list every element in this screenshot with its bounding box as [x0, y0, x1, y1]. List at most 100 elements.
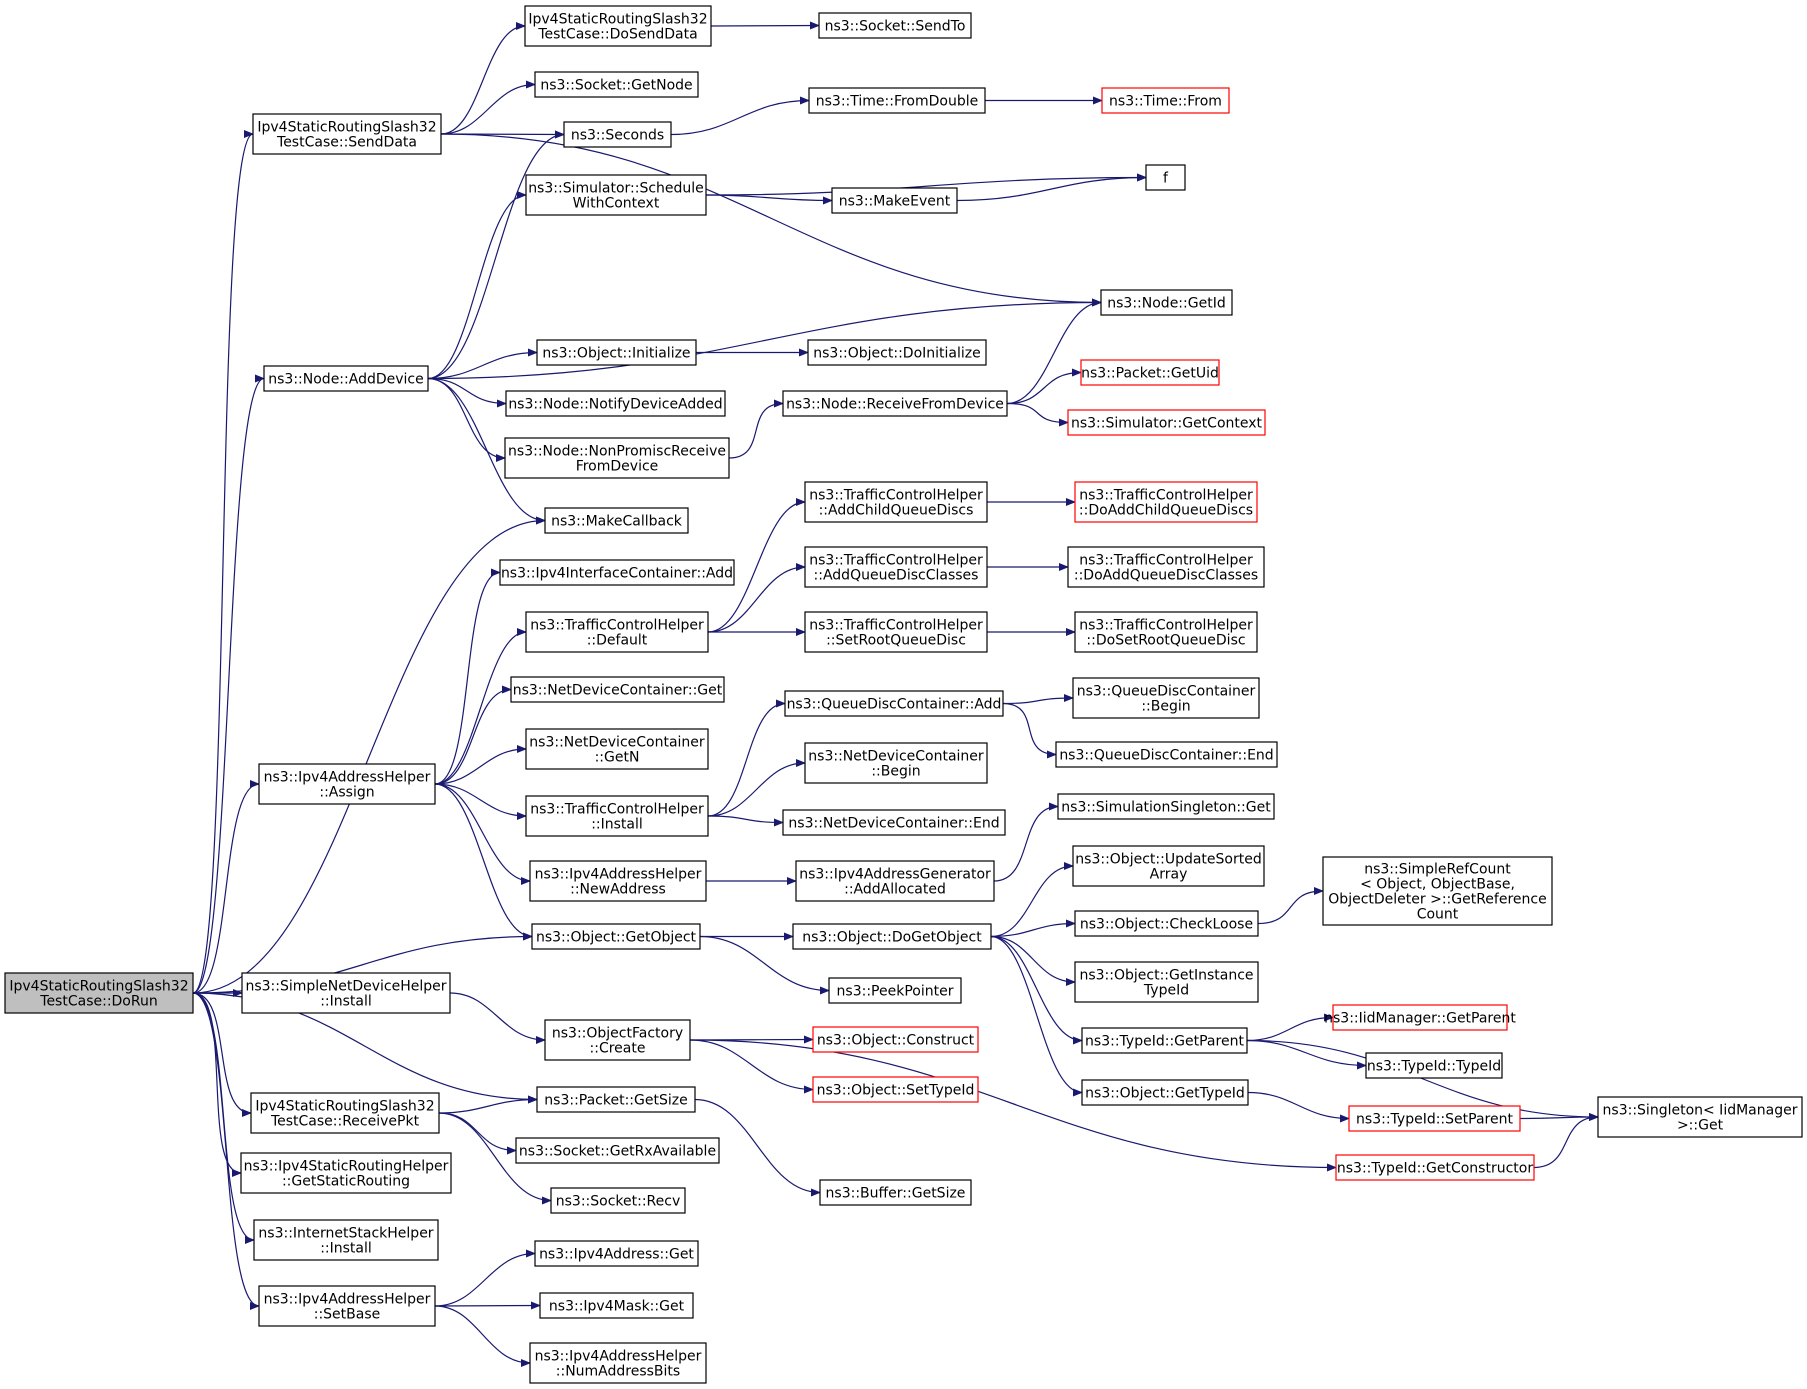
node-box: [782, 809, 1006, 836]
node-nodegetid[interactable]: ns3::Node::GetId: [1100, 289, 1233, 316]
node-ndcbegin[interactable]: ns3::NetDeviceContainer::Begin: [804, 742, 988, 784]
node-objgettypeid[interactable]: ns3::Object::GetTypeId: [1081, 1079, 1249, 1106]
node-label: ns3::Object::Construct: [817, 1033, 975, 1049]
node-ipv4icadd[interactable]: ns3::Ipv4InterfaceContainer::Add: [499, 559, 735, 586]
node-peekpointer[interactable]: ns3::PeekPointer: [828, 977, 962, 1004]
node-ofcreate[interactable]: ns3::ObjectFactory::Create: [544, 1019, 691, 1061]
node-objconstruct[interactable]: ns3::Object::Construct: [812, 1026, 979, 1053]
node-notifydev[interactable]: ns3::Node::NotifyDeviceAdded: [505, 390, 726, 417]
edge-ofcreate-to-objsettypeid: [689, 1039, 814, 1094]
node-pktgetsize[interactable]: ns3::Packet::GetSize: [536, 1086, 696, 1113]
node-label: ns3::TrafficControlHelper: [1079, 488, 1253, 504]
node-label: ns3::Ipv4InterfaceContainer::Add: [501, 566, 733, 582]
node-getrxavail[interactable]: ns3::Socket::GetRxAvailable: [515, 1137, 720, 1164]
node-getnode[interactable]: ns3::Socket::GetNode: [534, 71, 699, 98]
node-ndcgetn[interactable]: ns3::NetDeviceContainer::GetN: [525, 728, 709, 770]
node-iidgetparent[interactable]: ns3::IidManager::GetParent: [1324, 1004, 1516, 1031]
node-objinit[interactable]: ns3::Object::Initialize: [536, 339, 697, 366]
node-buffergetsize[interactable]: ns3::Buffer::GetSize: [819, 1179, 972, 1206]
node-newaddress[interactable]: ns3::Ipv4AddressHelper::NewAddress: [529, 860, 707, 902]
node-label: ns3::ObjectFactory: [552, 1026, 683, 1042]
node-assign[interactable]: ns3::Ipv4AddressHelper::Assign: [258, 763, 436, 805]
node-qdcend[interactable]: ns3::QueueDiscContainer::End: [1055, 741, 1278, 768]
node-dogetobject[interactable]: ns3::Object::DoGetObject: [792, 923, 992, 950]
node-getconstructor[interactable]: ns3::TypeId::GetConstructor: [1335, 1154, 1535, 1181]
node-box: [241, 972, 451, 1014]
node-timefrom[interactable]: ns3::Time::From: [1101, 87, 1230, 114]
node-simgetctx[interactable]: ns3::Simulator::GetContext: [1067, 409, 1266, 436]
node-addallocated[interactable]: ns3::Ipv4AddressGenerator::AddAllocated: [795, 860, 995, 902]
node-tchsetroot[interactable]: ns3::TrafficControlHelper::SetRootQueueD…: [804, 611, 988, 653]
node-getobject[interactable]: ns3::Object::GetObject: [531, 923, 701, 950]
node-label: ns3::Node::NotifyDeviceAdded: [508, 397, 722, 413]
node-typeidtypeid[interactable]: ns3::TypeId::TypeId: [1365, 1052, 1503, 1079]
node-objsettypeid[interactable]: ns3::Object::SetTypeId: [812, 1076, 979, 1103]
node-f[interactable]: f: [1145, 164, 1186, 191]
node-dosenddata[interactable]: Ipv4StaticRoutingSlash32TestCase::DoSend…: [524, 5, 712, 47]
node-numaddrbits[interactable]: ns3::Ipv4AddressHelper::NumAddressBits: [529, 1342, 707, 1384]
node-label: ns3::Packet::GetSize: [544, 1093, 687, 1109]
node-box: [1081, 1079, 1249, 1106]
node-tchdoaddclasses[interactable]: ns3::TrafficControlHelper::DoAddQueueDis…: [1067, 546, 1265, 588]
node-sndhinstall[interactable]: ns3::SimpleNetDeviceHelper::Install: [241, 972, 451, 1014]
node-typeidgetparent[interactable]: ns3::TypeId::GetParent: [1081, 1027, 1248, 1054]
node-pktgetuid[interactable]: ns3::Packet::GetUid: [1080, 359, 1220, 386]
node-label: ns3::Socket::GetNode: [540, 78, 692, 94]
node-qdcadd[interactable]: ns3::QueueDiscContainer::Add: [784, 690, 1004, 717]
node-label: ns3::Singleton< IidManager: [1603, 1103, 1798, 1119]
node-ndcget[interactable]: ns3::NetDeviceContainer::Get: [510, 676, 725, 703]
node-label: ::DoAddChildQueueDiscs: [1079, 503, 1253, 519]
node-seconds[interactable]: ns3::Seconds: [563, 121, 672, 148]
node-checkloose[interactable]: ns3::Object::CheckLoose: [1074, 910, 1259, 937]
node-label: ns3::Ipv4AddressHelper: [264, 770, 431, 786]
node-box: [1067, 546, 1265, 588]
node-tchdoaddchild[interactable]: ns3::TrafficControlHelper::DoAddChildQue…: [1074, 481, 1258, 523]
node-ndcend[interactable]: ns3::NetDeviceContainer::End: [782, 809, 1006, 836]
node-box: [1365, 1052, 1503, 1079]
node-qdcbegin[interactable]: ns3::QueueDiscContainer::Begin: [1072, 677, 1260, 719]
node-recvfromdev[interactable]: ns3::Node::ReceiveFromDevice: [782, 390, 1008, 417]
node-getstaticrouting[interactable]: ns3::Ipv4StaticRoutingHelper::GetStaticR…: [240, 1152, 452, 1194]
node-setbase[interactable]: ns3::Ipv4AddressHelper::SetBase: [258, 1285, 436, 1327]
node-tchaddchild[interactable]: ns3::TrafficControlHelper::AddChildQueue…: [804, 481, 988, 523]
edge-assign-to-ndcgetn: [434, 745, 527, 785]
node-tchaddclasses[interactable]: ns3::TrafficControlHelper::AddQueueDiscC…: [804, 546, 988, 588]
node-receivepkt[interactable]: Ipv4StaticRoutingSlash32TestCase::Receiv…: [250, 1092, 440, 1134]
node-label: ::SetRootQueueDisc: [826, 633, 966, 649]
node-box: [504, 437, 730, 479]
node-makecallback[interactable]: ns3::MakeCallback: [544, 507, 689, 534]
node-simplerefcount[interactable]: ns3::SimpleRefCount< Object, ObjectBase,…: [1322, 856, 1553, 926]
node-ipv4addrget[interactable]: ns3::Ipv4Address::Get: [534, 1240, 699, 1267]
node-typeidsetparent[interactable]: ns3::TypeId::SetParent: [1348, 1105, 1521, 1132]
node-sendto[interactable]: ns3::Socket::SendTo: [818, 12, 972, 39]
node-label: ::Install: [591, 817, 643, 833]
node-objdoinit[interactable]: ns3::Object::DoInitialize: [807, 339, 987, 366]
node-ishinstall[interactable]: ns3::InternetStackHelper::Install: [253, 1219, 439, 1261]
edge-receivepkt-to-pktgetsize: [438, 1095, 538, 1114]
node-label: ns3::NetDeviceContainer::End: [788, 816, 999, 832]
node-simsingleton[interactable]: ns3::SimulationSingleton::Get: [1057, 793, 1275, 820]
node-box: [812, 1026, 979, 1053]
node-singletonget[interactable]: ns3::Singleton< IidManager >::Get: [1597, 1096, 1803, 1138]
edge-tchinstall-to-ndcend: [707, 815, 784, 827]
node-ipv4maskget[interactable]: ns3::Ipv4Mask::Get: [539, 1292, 694, 1319]
node-fromdouble[interactable]: ns3::Time::FromDouble: [808, 87, 986, 114]
node-tchdefault[interactable]: ns3::TrafficControlHelper::Default: [525, 611, 709, 653]
node-label: ns3::PeekPointer: [837, 984, 954, 1000]
node-box: [804, 611, 988, 653]
node-tchinstall[interactable]: ns3::TrafficControlHelper::Install: [525, 795, 709, 837]
node-tchdosetroot[interactable]: ns3::TrafficControlHelper::DoSetRootQueu…: [1074, 611, 1258, 653]
node-makeevent[interactable]: ns3::MakeEvent: [831, 187, 958, 214]
node-senddata[interactable]: Ipv4StaticRoutingSlash32TestCase::SendDa…: [252, 113, 442, 155]
node-adddevice[interactable]: ns3::Node::AddDevice: [263, 365, 429, 392]
node-label: ns3::Ipv4AddressHelper: [264, 1292, 431, 1308]
node-box: [808, 87, 986, 114]
node-box: [250, 1092, 440, 1134]
node-sockrecv[interactable]: ns3::Socket::Recv: [550, 1187, 686, 1214]
edge-assign-to-tchinstall: [434, 783, 527, 820]
